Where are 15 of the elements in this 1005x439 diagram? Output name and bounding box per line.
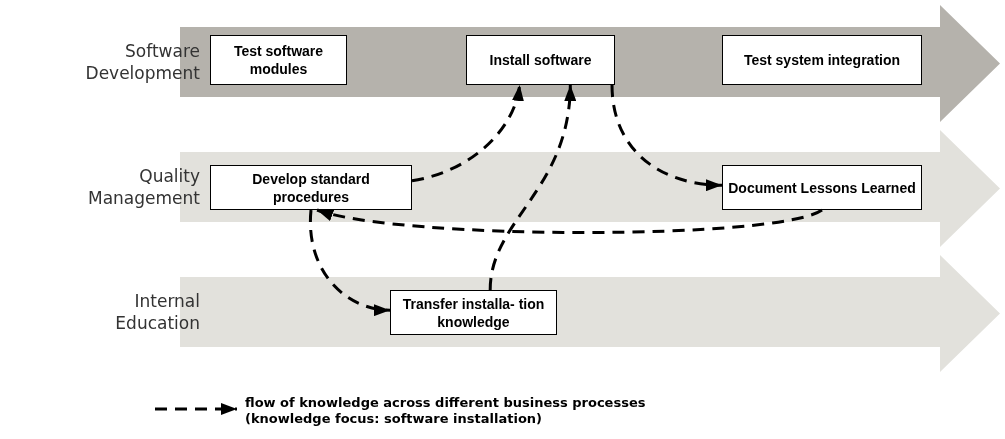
dashed-arrow — [488, 84, 576, 291]
dashed-arrow — [610, 84, 723, 191]
process-box: Transfer installa- tion knowledge — [390, 290, 557, 335]
lane-heading: Internal Education — [114, 290, 200, 334]
lane-heading: Quality Management — [87, 165, 200, 209]
process-box: Install software — [466, 35, 615, 85]
process-box: Test software modules — [210, 35, 347, 85]
dashed-arrow — [316, 208, 823, 234]
legend-text: flow of knowledge across different business processes (knowledge focus: software installation) — [245, 395, 647, 427]
process-box: Develop standard procedures — [210, 165, 412, 210]
dashed-arrow — [411, 84, 523, 183]
process-box: Test system integration — [722, 35, 922, 85]
lane-heading: Software Development — [84, 40, 200, 84]
dashed-arrow — [308, 209, 391, 315]
process-box: Document Lessons Learned — [722, 165, 922, 210]
